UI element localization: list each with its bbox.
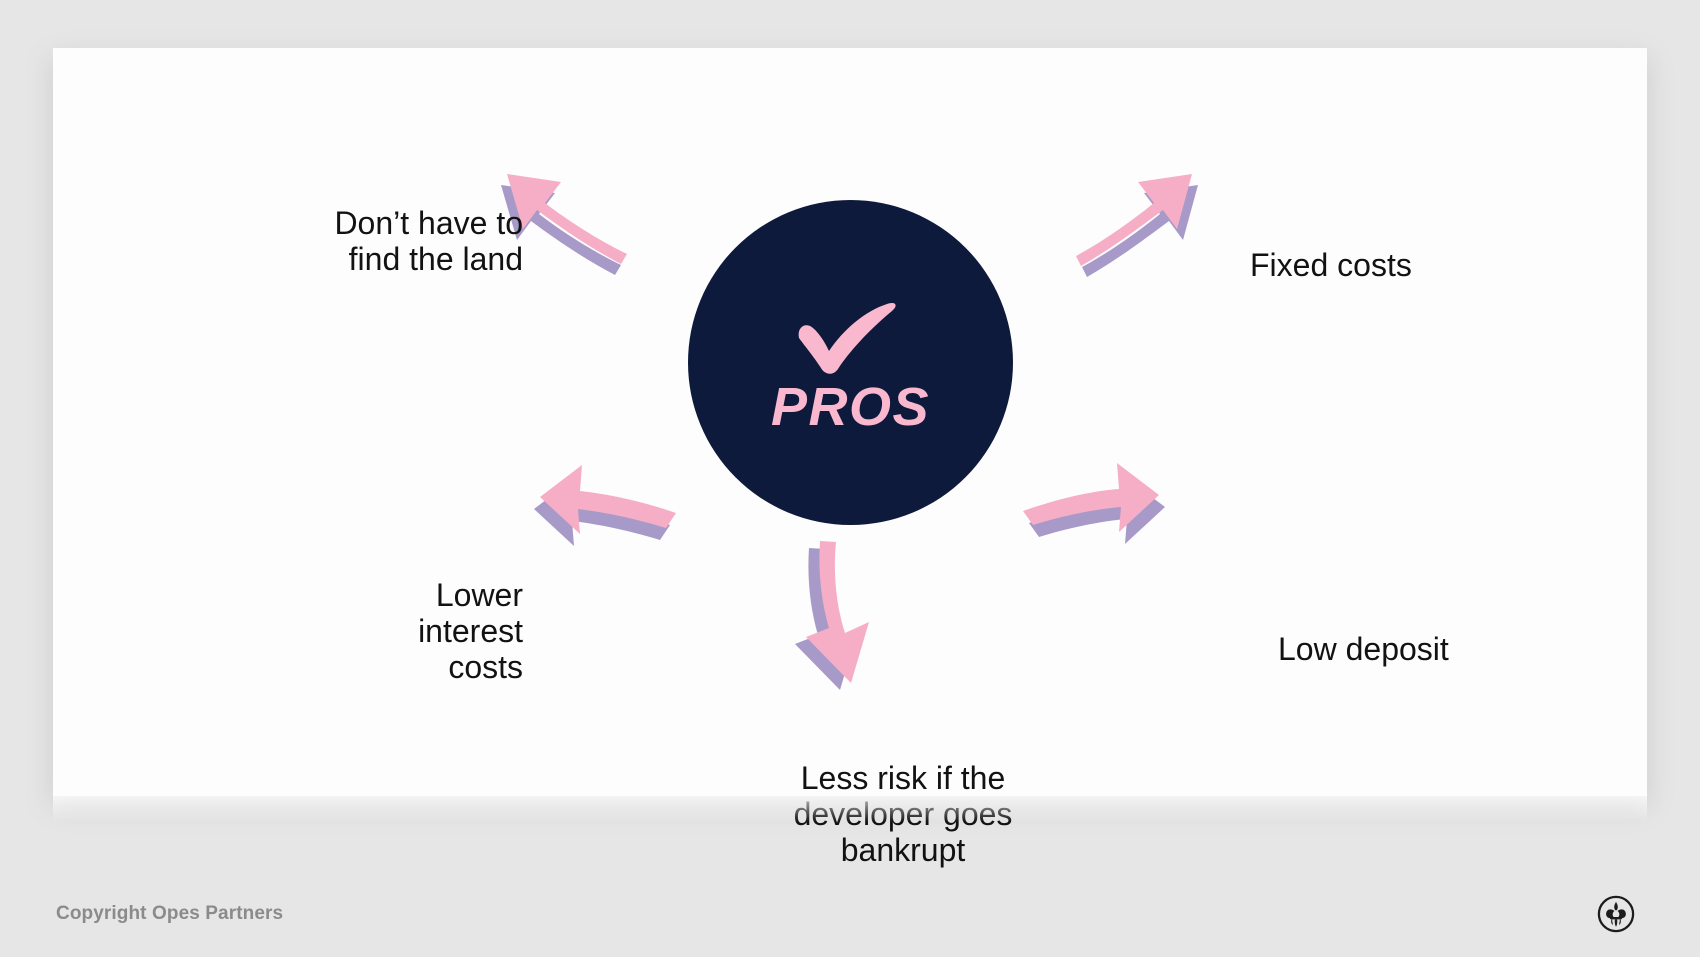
arrow-down-left (534, 465, 676, 546)
spoke-label-fixed-costs: Fixed costs (1250, 247, 1412, 283)
hub-title: PROS (770, 376, 931, 437)
arrow-down-right (1023, 463, 1165, 544)
spoke-label-lower-interest-costs: Lower interest costs (418, 577, 523, 685)
fleur-de-lis-logo (1597, 895, 1635, 933)
spoke-label-low-deposit: Low deposit (1278, 631, 1449, 667)
arrow-down (795, 541, 869, 690)
spoke-label-less-risk-developer-bankrupt: Less risk if the developer goes bankrupt (793, 760, 1013, 868)
spoke-label-dont-have-to-find-the-land: Don’t have to find the land (334, 205, 523, 277)
copyright-text: Copyright Opes Partners (56, 903, 284, 924)
slide-card: PROS Don’t have to find the land Fixed c… (53, 48, 1647, 868)
pros-hub: PROS (688, 200, 1013, 525)
arrow-up-right (1076, 174, 1198, 277)
check-mark-icon (798, 302, 896, 374)
